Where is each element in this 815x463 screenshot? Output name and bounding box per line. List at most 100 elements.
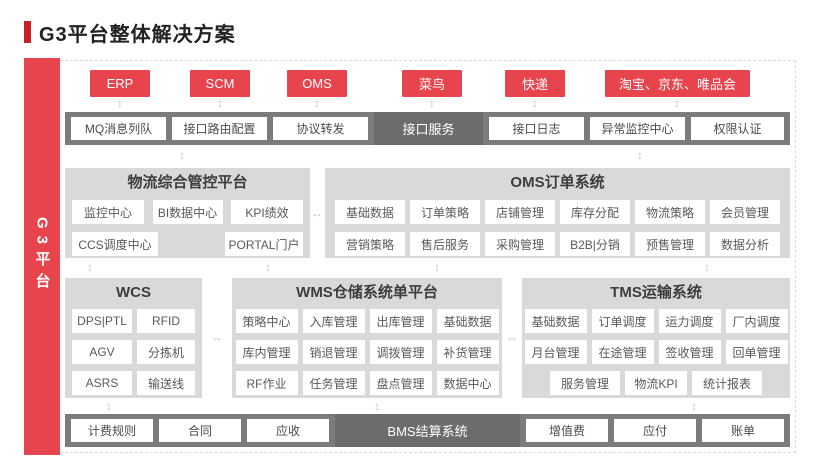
panel-title: OMS订单系统	[510, 174, 605, 191]
up-down-arrow-icon: ↕	[532, 96, 538, 110]
module-inbound: 入库管理	[302, 309, 365, 333]
up-down-arrow-icon: ↕	[106, 399, 112, 413]
module-logistics-strategy: 物流策略	[635, 200, 705, 224]
source-scm: SCM	[190, 70, 250, 97]
interface-item-routing: 接口路由配置	[172, 117, 267, 140]
module-dps-ptl: DPS|PTL	[72, 309, 132, 333]
module-data-center: 数据中心	[436, 371, 499, 395]
module-rf-ops: RF作业	[235, 371, 298, 395]
panel-row: 监控中心 BI数据中心 KPI绩效	[65, 200, 310, 224]
panel-wms: WMS仓储系统单平台 策略中心 入库管理 出库管理 基础数据 库内管理 销退管理…	[232, 278, 502, 398]
module-transfer: 调拨管理	[369, 340, 432, 364]
source-marketplaces: 淘宝、京东、唯品会	[605, 70, 750, 97]
left-right-arrow-icon: ↔	[211, 330, 223, 344]
title-accent-bar	[24, 21, 31, 43]
source-oms: OMS	[287, 70, 347, 97]
module-basic-data: 基础数据	[524, 309, 587, 333]
panel-row: 基础数据 订单策略 店铺管理 库存分配 物流策略 会员管理	[325, 200, 790, 224]
module-marketing: 营销策略	[335, 232, 405, 256]
module-kpi: KPI绩效	[231, 200, 303, 224]
module-sorter: 分拣机	[137, 340, 195, 364]
module-shop-mgmt: 店铺管理	[485, 200, 555, 224]
module-after-sales: 售后服务	[410, 232, 480, 256]
module-task-mgmt: 任务管理	[302, 371, 365, 395]
left-right-arrow-icon: ↔	[506, 330, 518, 344]
interface-service-label: 接口服务	[402, 122, 455, 137]
module-b2b: B2B|分销	[560, 232, 630, 256]
module-in-transit: 在途管理	[591, 340, 654, 364]
up-down-arrow-icon: ↕	[217, 96, 223, 110]
module-asrs: ASRS	[72, 371, 132, 395]
interface-item-mq: MQ消息列队	[71, 117, 166, 140]
module-service-mgmt: 服务管理	[550, 371, 620, 395]
up-down-arrow-icon: ↕	[265, 260, 271, 274]
module-returns: 销退管理	[302, 340, 365, 364]
panel-row: 服务管理 物流KPI 统计报表	[522, 371, 790, 395]
module-order-strategy: 订单策略	[410, 200, 480, 224]
up-down-arrow-icon: ↕	[637, 148, 643, 162]
module-monitor-center: 监控中心	[72, 200, 144, 224]
module-portal: PORTAL门户	[225, 232, 303, 256]
source-cainiao: 菜鸟	[402, 70, 462, 97]
source-erp: ERP	[90, 70, 150, 97]
up-down-arrow-icon: ↕	[704, 260, 710, 274]
module-member-mgmt: 会员管理	[710, 200, 780, 224]
panel-logistics-control: 物流综合管控平台 监控中心 BI数据中心 KPI绩效 CCS调度中心 PORTA…	[65, 168, 310, 258]
module-inventory-alloc: 库存分配	[560, 200, 630, 224]
panel-title: WCS	[116, 284, 151, 301]
bms-item-receivable: 应收	[247, 419, 329, 442]
module-stat-reports: 统计报表	[692, 371, 762, 395]
panel-row: 策略中心 入库管理 出库管理 基础数据	[232, 309, 502, 333]
up-down-arrow-icon: ↕	[691, 399, 697, 413]
module-order-dispatch: 订单调度	[591, 309, 654, 333]
up-down-arrow-icon: ↕	[434, 260, 440, 274]
module-basic-data: 基础数据	[436, 309, 499, 333]
module-logistics-kpi: 物流KPI	[625, 371, 687, 395]
up-down-arrow-icon: ↕	[429, 96, 435, 110]
module-procurement: 采购管理	[485, 232, 555, 256]
panel-row: ASRS 输送线	[65, 371, 202, 395]
panel-oms: OMS订单系统 基础数据 订单策略 店铺管理 库存分配 物流策略 会员管理 营销…	[325, 168, 790, 258]
bms-item-billing-rules: 计费规则	[71, 419, 153, 442]
panel-row: AGV 分拣机	[65, 340, 202, 364]
module-replenishment: 补货管理	[436, 340, 499, 364]
interface-item-protocol: 协议转发	[273, 117, 368, 140]
bms-item-value-added-fee: 增值费	[526, 419, 608, 442]
panel-row: CCS调度中心 PORTAL门户	[65, 232, 310, 256]
interface-service-label-segment: 接口服务	[374, 112, 483, 145]
interface-item-monitor: 异常监控中心	[590, 117, 685, 140]
up-down-arrow-icon: ↕	[179, 148, 185, 162]
up-down-arrow-icon: ↕	[314, 96, 320, 110]
module-outbound: 出库管理	[369, 309, 432, 333]
up-down-arrow-icon: ↕	[117, 96, 123, 110]
panel-row: 基础数据 订单调度 运力调度 厂内调度	[522, 309, 790, 333]
interface-item-auth: 权限认证	[691, 117, 784, 140]
panel-title: 物流综合管控平台	[127, 174, 248, 191]
up-down-arrow-icon: ↕	[674, 96, 680, 110]
module-agv: AGV	[72, 340, 132, 364]
up-down-arrow-icon: ↕	[87, 260, 93, 274]
module-capacity-dispatch: 运力调度	[658, 309, 721, 333]
page-title: G3平台整体解决方案	[39, 24, 236, 46]
module-presale: 预售管理	[635, 232, 705, 256]
panel-title: TMS运输系统	[610, 284, 702, 301]
bms-label-segment: BMS结算系统	[335, 414, 520, 447]
bms-item-payable: 应付	[614, 419, 696, 442]
interface-service-bar: MQ消息列队 接口路由配置 协议转发 接口服务 接口日志 异常监控中心 权限认证	[65, 112, 790, 145]
bms-settlement-bar: 计费规则 合同 应收 BMS结算系统 增值费 应付 账单	[65, 414, 790, 447]
panel-row: 营销策略 售后服务 采购管理 B2B|分销 预售管理 数据分析	[325, 232, 790, 256]
module-dock-mgmt: 月台管理	[524, 340, 587, 364]
bms-item-contract: 合同	[159, 419, 241, 442]
panel-row: RF作业 任务管理 盘点管理 数据中心	[232, 371, 502, 395]
module-receipt-mgmt: 回单管理	[725, 340, 788, 364]
module-ccs: CCS调度中心	[72, 232, 158, 256]
module-stocktake: 盘点管理	[369, 371, 432, 395]
module-sign-off: 签收管理	[658, 340, 721, 364]
module-bi-center: BI数据中心	[152, 200, 223, 224]
g3-platform-side-rail: G3平台	[24, 58, 60, 455]
module-yard-dispatch: 厂内调度	[725, 309, 788, 333]
source-express: 快递	[505, 70, 565, 97]
up-down-arrow-icon: ↕	[374, 399, 380, 413]
interface-item-log: 接口日志	[489, 117, 584, 140]
